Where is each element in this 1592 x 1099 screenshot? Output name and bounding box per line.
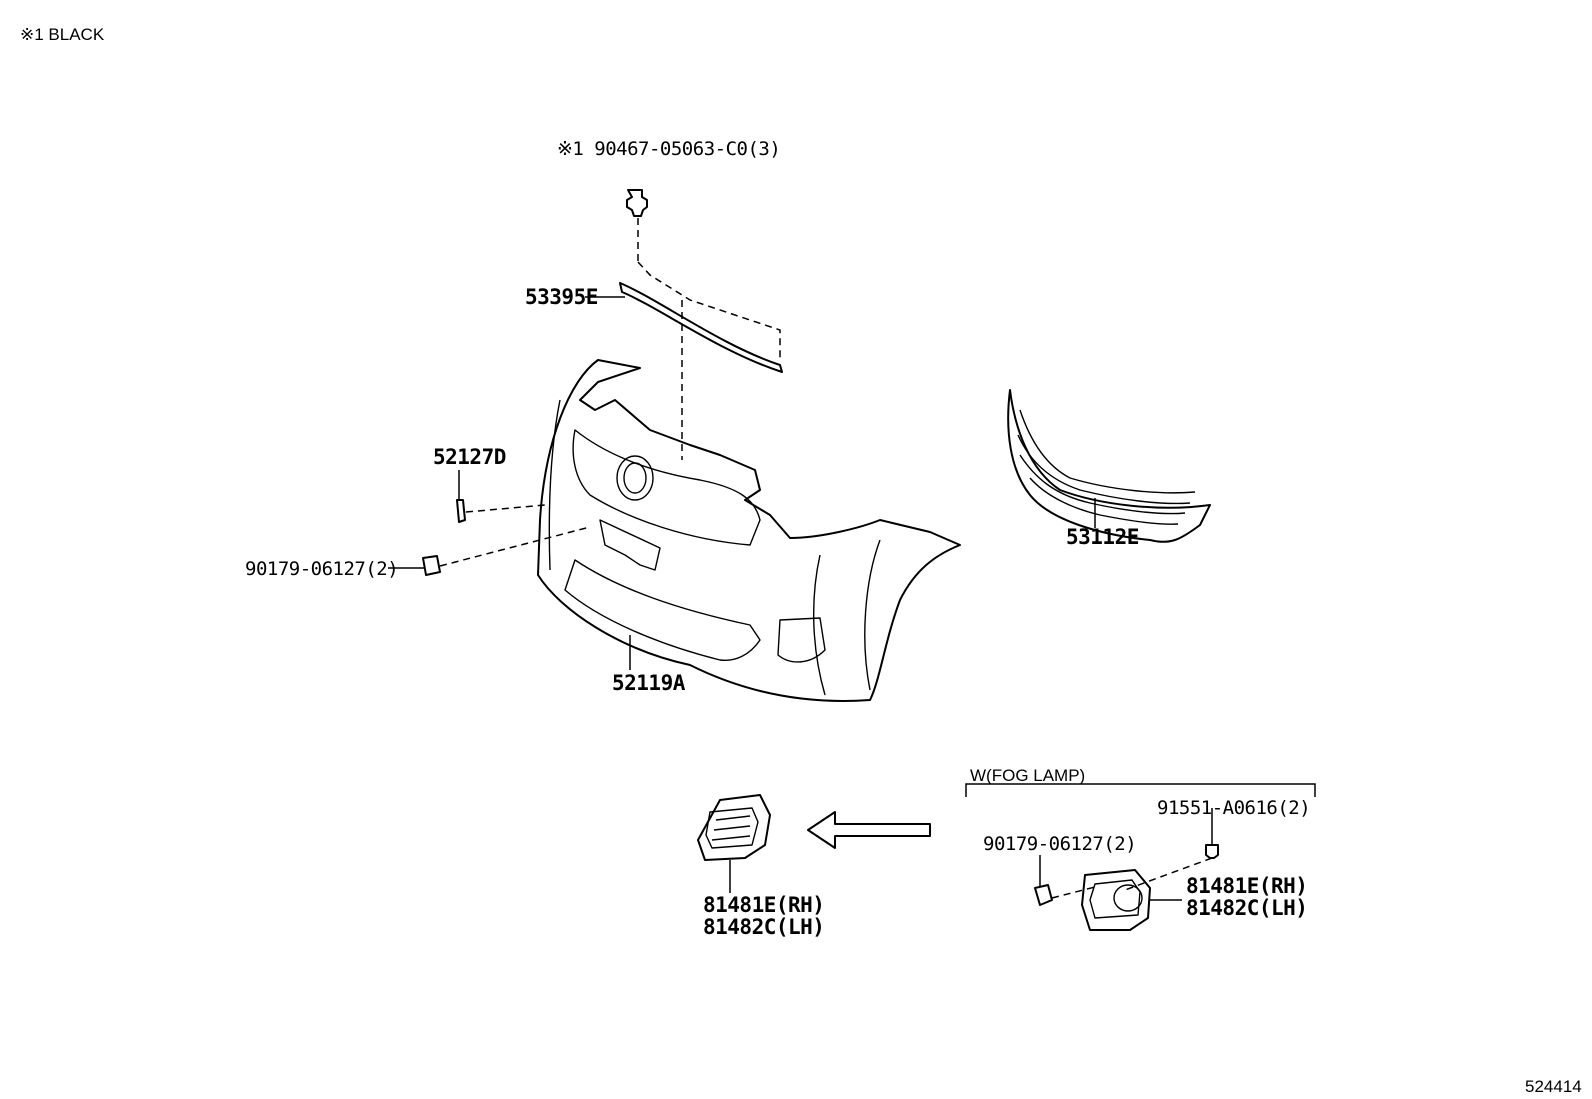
clip-fastener bbox=[626, 189, 648, 262]
retainer-clip bbox=[456, 470, 546, 523]
nut-fog bbox=[1034, 855, 1096, 906]
label-nut-left: 90179-06127(2) bbox=[245, 558, 399, 580]
bumper-molding bbox=[585, 261, 783, 460]
label-grille: 53112E bbox=[1066, 525, 1139, 549]
figure-id: 524414 bbox=[1525, 1077, 1582, 1096]
label-fog-lamp-option: W(FOG LAMP) bbox=[970, 766, 1086, 785]
direction-arrow bbox=[807, 811, 931, 849]
bumper-cover bbox=[537, 359, 961, 702]
fog-cover-left bbox=[697, 794, 771, 893]
label-screw-fog: 91551-A0616(2) bbox=[1157, 797, 1311, 819]
lower-grille bbox=[1007, 389, 1211, 543]
label-bumper-cover: 52119A bbox=[612, 671, 685, 695]
label-cover-right-rh: 81481E(RH) bbox=[1186, 874, 1308, 898]
label-cover-left-lh: 81482C(LH) bbox=[703, 915, 825, 939]
label-nut-fog: 90179-06127(2) bbox=[983, 833, 1137, 855]
legend-note: ※1 BLACK bbox=[20, 25, 105, 44]
label-cover-left-rh: 81481E(RH) bbox=[703, 893, 825, 917]
label-cover-right-lh: 81482C(LH) bbox=[1186, 896, 1308, 920]
fog-lamp-bracket bbox=[965, 783, 1316, 797]
screw-fog bbox=[1124, 808, 1219, 891]
fog-cover-right bbox=[1081, 869, 1182, 931]
label-retainer: 52127D bbox=[433, 445, 506, 469]
label-clip-top: ※1 90467-05063-C0(3) bbox=[557, 138, 781, 160]
label-molding: 53395E bbox=[525, 285, 598, 309]
nut-left bbox=[388, 526, 591, 576]
